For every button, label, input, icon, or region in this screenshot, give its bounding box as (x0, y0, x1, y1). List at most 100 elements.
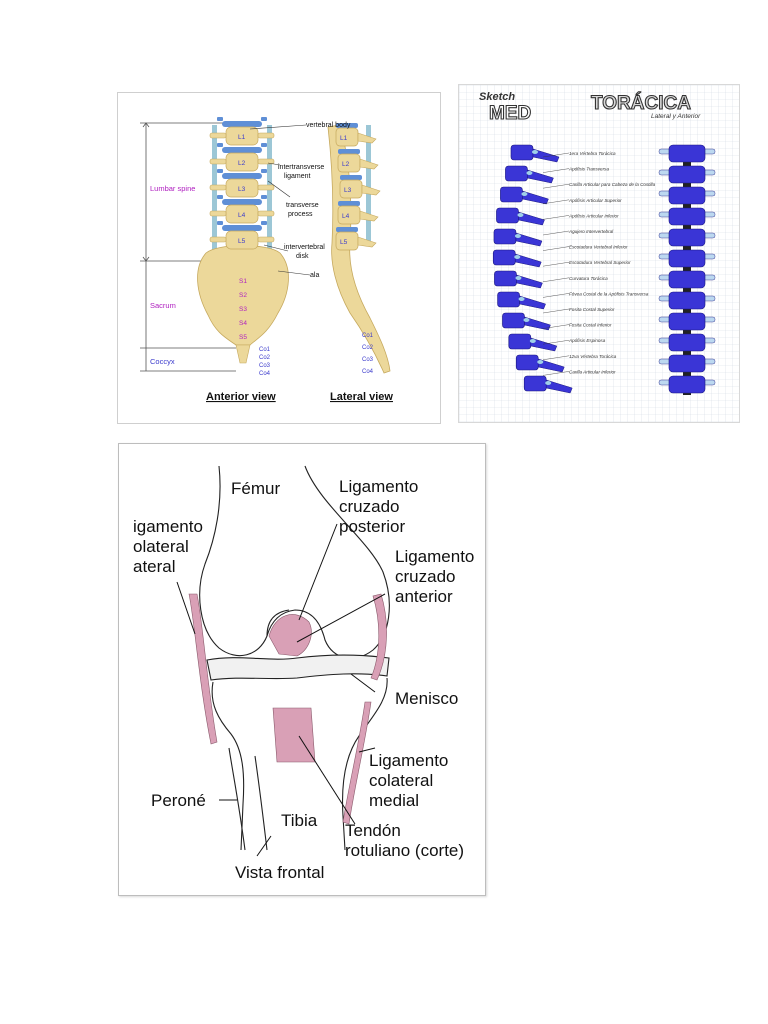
thoracic-label: Fosita Costal Inferior (569, 323, 612, 328)
thoracic-spinous-process (514, 253, 542, 268)
lcp-label-3: posterior (339, 517, 405, 536)
intertransverse-label-1: intertransverse (278, 164, 324, 171)
thoracic-label: Apófisis Articular Inferior (568, 213, 619, 218)
costal-facet (521, 192, 528, 196)
thoracic-callout-line (542, 355, 570, 360)
lca-label-2: cruzado (395, 567, 455, 586)
sacral-label: S5 (239, 334, 247, 341)
thoracic-callout-line (542, 168, 570, 173)
vertebra-label: L1 (238, 134, 246, 141)
thoracic-spinous-process (545, 379, 573, 394)
thoracic-spine-panel: Sketch MED TORÁCICA Lateral y Anterior 1… (458, 84, 740, 423)
lateral-disk (340, 175, 362, 180)
coccygeal-label-anterior: Co3 (259, 363, 271, 369)
disk-anterior (217, 221, 223, 225)
lateral-disk (338, 201, 360, 206)
vertebra-label: L4 (238, 212, 246, 219)
coccygeal-label-lateral: Co3 (362, 357, 374, 363)
tibia-right-outline (342, 677, 388, 851)
tendon-label-2: rotuliano (corte) (345, 841, 464, 860)
thoracic-anterior-body (668, 270, 706, 289)
vertebral-body-label: vertebral body (306, 122, 351, 129)
lateral-vertebra-label: L5 (340, 239, 348, 246)
disk-anterior (217, 117, 223, 121)
fibula-outline-1 (228, 747, 246, 851)
disk-anterior (217, 143, 223, 147)
lateral-disk (338, 149, 360, 154)
medial-collateral-ligament-lower (342, 701, 372, 825)
knee-ligaments (188, 593, 387, 825)
thoracic-spine-illustration: Sketch MED TORÁCICA Lateral y Anterior 1… (459, 85, 739, 422)
lcm-label-1: Ligamento (369, 751, 448, 770)
transverse-process-left (209, 158, 227, 165)
thoracic-spinous-process (537, 358, 565, 373)
costal-facet (526, 171, 533, 175)
view-label: Vista frontal (235, 863, 324, 882)
intervertebral-disk (222, 173, 262, 179)
thoracic-anterior-body (668, 228, 706, 247)
tibia-left-outline (211, 681, 245, 851)
coccyx-bone (235, 344, 251, 364)
lca-label-3: anterior (395, 587, 453, 606)
thoracic-label: Apófisis Articular Superior (568, 198, 622, 203)
thoracic-lateral-body (500, 186, 523, 203)
fibula-outline-2 (254, 755, 268, 851)
lcm-label-2: colateral (369, 771, 433, 790)
thoracic-label: Curvatura Torácica (569, 276, 608, 281)
knee-bone-outlines (199, 465, 390, 851)
thoracic-spinal-canal (683, 145, 691, 395)
intervertebral-disk (222, 121, 262, 127)
thoracic-lateral-body (515, 354, 539, 371)
cruciate-ligaments (268, 614, 312, 657)
lcl-label-1: igamento (133, 517, 203, 536)
thoracic-callout-line (542, 293, 570, 298)
coccygeal-label-anterior: Co1 (259, 347, 271, 353)
thoracic-lateral-body (523, 375, 547, 392)
intercondylar-notch (266, 609, 290, 637)
thoracic-lateral-body (508, 333, 532, 350)
menisco-label: Menisco (395, 689, 458, 708)
intervertebral-disk-label-1: intervertebral (284, 244, 325, 251)
transverse-process-right (257, 158, 275, 165)
lateral-vertebra-label: L4 (342, 213, 350, 220)
thoracic-callout-line (542, 371, 570, 376)
thoracic-label: Carilla Articular para Cabeza de la Cost… (569, 182, 656, 187)
transverse-process-right (257, 132, 275, 139)
disk-anterior (261, 117, 267, 121)
costal-facet (532, 150, 538, 154)
costal-facet (529, 339, 536, 343)
transverse-process-right (257, 236, 275, 243)
femur-outline (199, 465, 390, 659)
lcm-label-3: medial (369, 791, 419, 810)
disk-anterior (261, 143, 267, 147)
thoracic-spinous-process (515, 232, 543, 247)
thoracic-anterior-body (668, 186, 706, 205)
transverse-process-label-2: process (288, 211, 313, 218)
meniscus-plate (206, 654, 390, 681)
thoracic-spinous-process (518, 211, 545, 226)
spinous-process (357, 132, 377, 144)
sacral-label: S3 (239, 306, 247, 313)
lumbar-spine-region-label: Lumbar spine (150, 184, 195, 193)
lateral-disk (336, 123, 358, 128)
transverse-process-left (209, 236, 227, 243)
thoracic-callout-line (542, 262, 570, 267)
thoracic-callout-line (542, 199, 570, 204)
coccygeal-label-anterior: Co4 (259, 371, 271, 377)
thoracic-anterior-body (668, 354, 706, 373)
spinous-process (359, 158, 379, 170)
thoracic-lateral-body (493, 228, 517, 245)
intervertebral-disk (222, 199, 262, 205)
coccygeal-label-lateral: Co1 (362, 333, 374, 339)
transverse-process-label-1: transverse (286, 202, 319, 209)
thoracic-lateral-body (502, 312, 525, 329)
thoracic-lateral-body (497, 291, 520, 308)
costal-facet (537, 360, 544, 364)
coccyx-region-label: Coccyx (150, 357, 175, 366)
